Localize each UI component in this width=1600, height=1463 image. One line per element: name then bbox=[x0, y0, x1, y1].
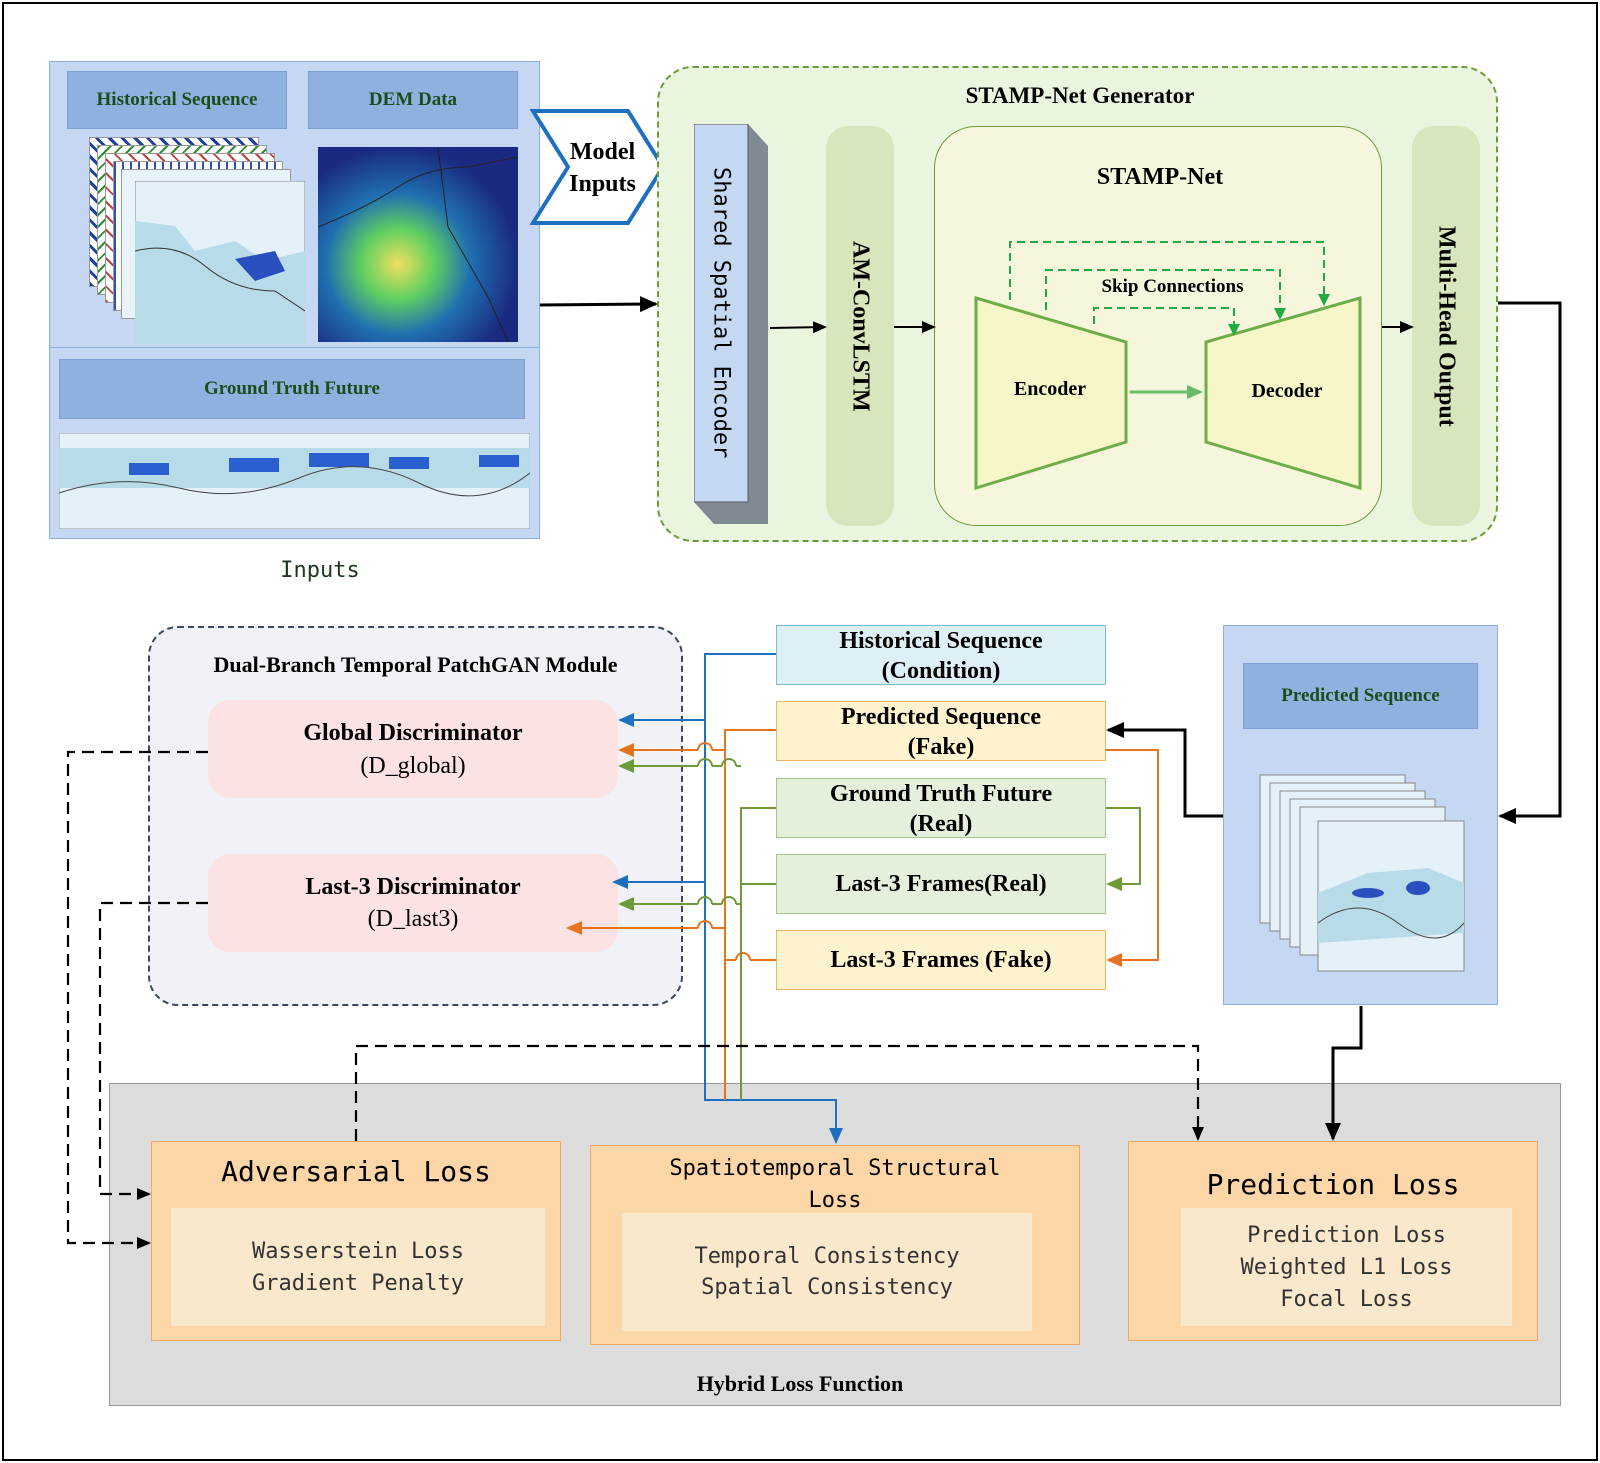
multi-head-block bbox=[1412, 126, 1480, 526]
predicted-fake-l2: (Fake) bbox=[907, 733, 975, 760]
global-discriminator-box bbox=[208, 700, 618, 798]
spatiotemporal-loss-l2: Spatial Consistency bbox=[701, 1274, 953, 1300]
stampnet-title: STAMP-Net bbox=[1096, 163, 1224, 190]
discriminator-title: Dual-Branch Temporal PatchGAN Module bbox=[213, 652, 618, 677]
dem-map bbox=[318, 147, 518, 342]
predicted-map-stack bbox=[1259, 774, 1465, 972]
adversarial-loss-title: Adversarial Loss bbox=[221, 1154, 491, 1188]
last3-real-box: Last-3 Frames(Real) bbox=[776, 854, 1106, 914]
historical-condition-l2: (Condition) bbox=[881, 657, 1001, 684]
prediction-loss-l3: Focal Loss bbox=[1280, 1286, 1413, 1312]
ground-truth-future-header: Ground Truth Future bbox=[59, 359, 525, 419]
hybrid-loss-title: Hybrid Loss Function bbox=[696, 1371, 904, 1396]
inputs-divider bbox=[49, 347, 540, 348]
inputs-caption: Inputs bbox=[280, 557, 360, 583]
multi-head-label: Multi-Head Output bbox=[1433, 225, 1460, 427]
shared-encoder-block bbox=[694, 124, 768, 524]
adversarial-loss-l2: Gradient Penalty bbox=[252, 1270, 464, 1296]
chevron-right-icon bbox=[530, 109, 666, 225]
generator-title: STAMP-Net Generator bbox=[965, 83, 1195, 108]
predicted-sequence-header: Predicted Sequence bbox=[1243, 663, 1478, 729]
historical-map-front bbox=[135, 181, 305, 344]
last3-discriminator-sub: (D_last3) bbox=[367, 905, 459, 932]
last3-discriminator-title: Last-3 Discriminator bbox=[305, 873, 521, 900]
spatiotemporal-loss-l1: Temporal Consistency bbox=[694, 1243, 960, 1269]
spatiotemporal-loss-title-l2: Loss bbox=[808, 1187, 862, 1213]
last3-fake-box: Last-3 Frames (Fake) bbox=[776, 930, 1106, 990]
adversarial-loss-details bbox=[171, 1208, 545, 1326]
shared-encoder-label: Shared Spatial Encoder bbox=[708, 167, 734, 459]
am-convlstm-block bbox=[826, 126, 894, 526]
global-discriminator-sub: (D_global) bbox=[360, 752, 466, 779]
ground-truth-filmstrip bbox=[59, 433, 530, 529]
skip-connections-label: Skip Connections bbox=[1080, 274, 1265, 300]
model-inputs-label: Model Inputs bbox=[569, 139, 636, 197]
prediction-loss-details bbox=[1181, 1208, 1512, 1326]
historical-sequence-header: Historical Sequence bbox=[67, 71, 287, 129]
prediction-loss-title: Prediction Loss bbox=[1206, 1167, 1460, 1201]
prediction-loss-l2: Weighted L1 Loss bbox=[1240, 1254, 1453, 1280]
dem-data-header: DEM Data bbox=[308, 71, 518, 129]
historical-condition-l1: Historical Sequence bbox=[839, 627, 1043, 654]
gt-real-l1: Ground Truth Future bbox=[829, 780, 1053, 807]
last3-discriminator-box bbox=[208, 854, 618, 952]
am-convlstm-label: AM-ConvLSTM bbox=[847, 240, 874, 412]
encoder-decoder-diagram bbox=[974, 241, 1362, 491]
encoder-label: Encoder bbox=[1013, 377, 1087, 400]
spatiotemporal-loss-details bbox=[622, 1213, 1032, 1331]
decoder-label: Decoder bbox=[1251, 379, 1323, 402]
gt-real-l2: (Real) bbox=[909, 810, 973, 837]
adversarial-loss-l1: Wasserstein Loss bbox=[252, 1238, 464, 1264]
spatiotemporal-loss-title-l1: Spatiotemporal Structural bbox=[669, 1155, 1001, 1181]
historical-map-stack bbox=[89, 137, 305, 344]
global-discriminator-title: Global Discriminator bbox=[303, 719, 523, 746]
prediction-loss-l1: Prediction Loss bbox=[1247, 1222, 1446, 1248]
predicted-fake-l1: Predicted Sequence bbox=[840, 703, 1042, 730]
